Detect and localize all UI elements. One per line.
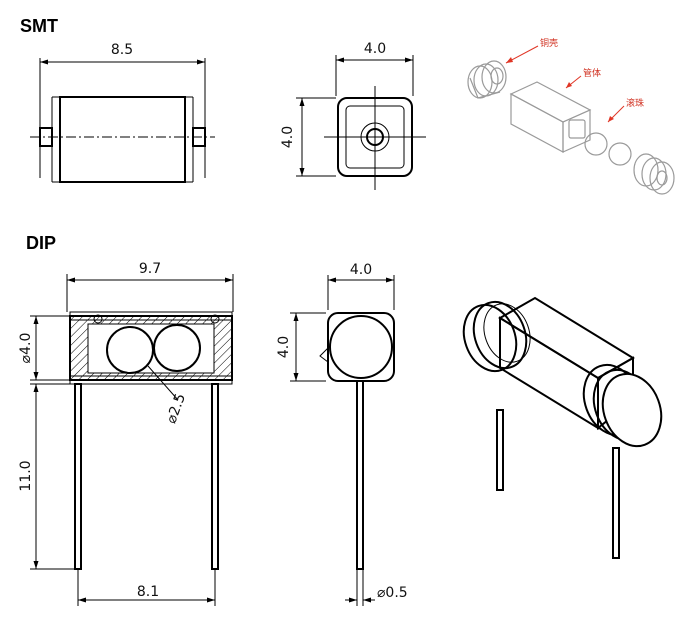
dip-ball-diameter-label: ⌀2.5	[163, 391, 189, 425]
smt-side-width-label: 8.5	[111, 42, 133, 58]
dip-length-label: 9.7	[139, 261, 161, 277]
smt-side-view	[30, 58, 215, 183]
dip-lead-diameter-label: ⌀0.5	[377, 585, 408, 601]
callout-copper-shell: 铜壳	[540, 37, 558, 49]
smt-front-view	[296, 55, 426, 190]
dip-3d-view	[462, 296, 663, 559]
smt-section-title: SMT	[20, 16, 58, 36]
dip-side-view	[30, 274, 234, 606]
dip-lead-length-label: 11.0	[18, 460, 34, 491]
dip-front-view	[290, 275, 395, 606]
smt-front-height-label: 4.0	[280, 126, 296, 148]
smt-exploded-view	[467, 45, 675, 195]
dip-front-width-label: 4.0	[350, 262, 372, 278]
callout-ball: 滚珠	[626, 97, 644, 109]
callout-tube-body: 管体	[583, 67, 601, 79]
dip-lead-spacing-label: 8.1	[137, 584, 159, 600]
dip-front-height-label: 4.0	[276, 336, 292, 358]
smt-front-width-label: 4.0	[364, 41, 386, 57]
dip-section-title: DIP	[26, 233, 56, 253]
dip-diameter-label: ⌀4.0	[18, 333, 34, 364]
